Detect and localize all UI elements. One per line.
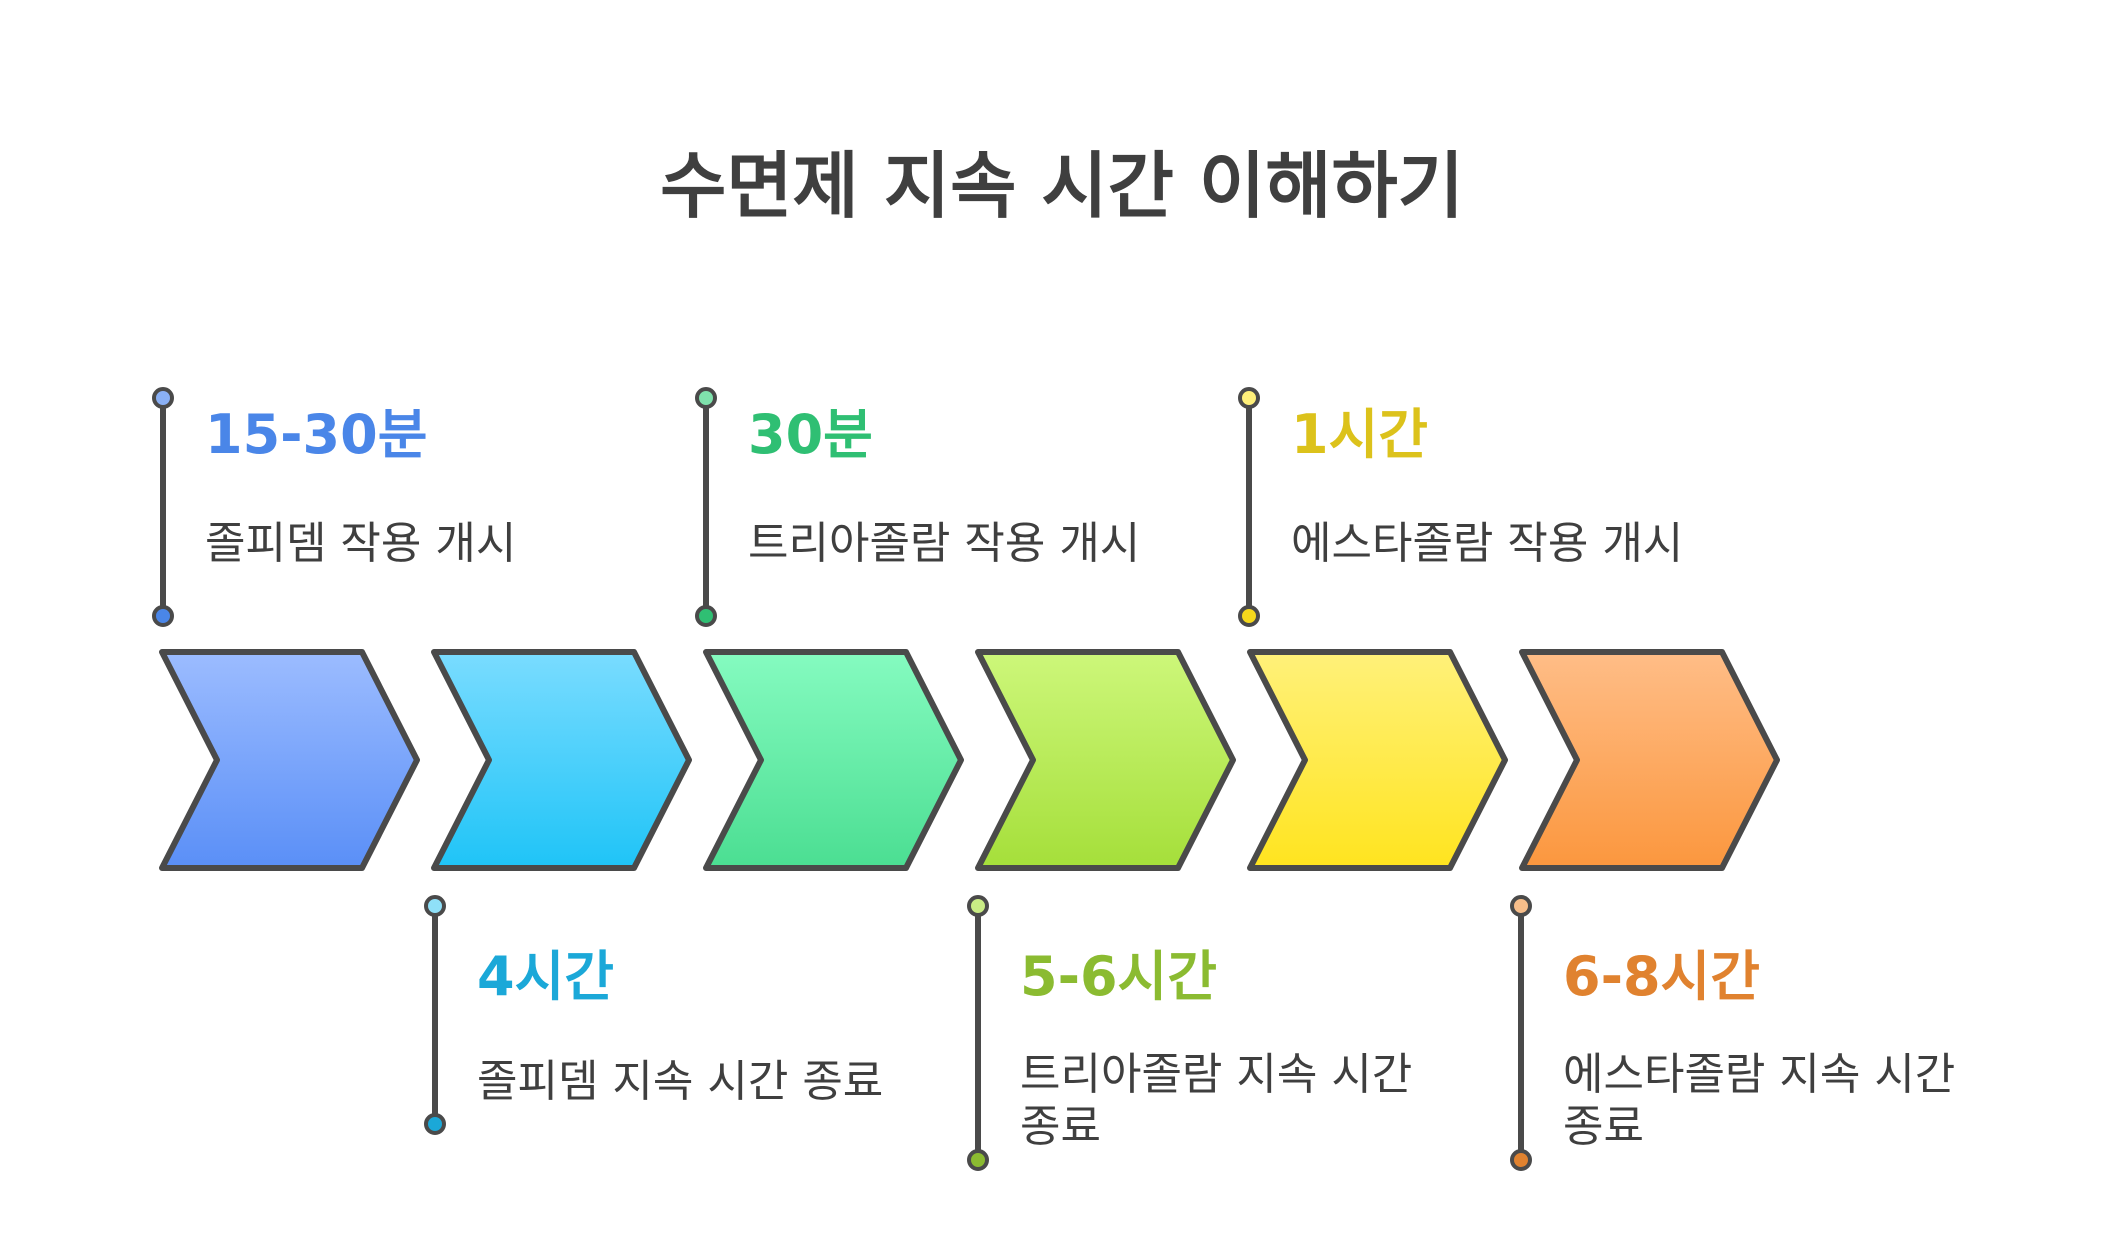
stage-5-description: 에스타졸람 작용 개시 xyxy=(1291,518,1684,569)
stage-5-connector xyxy=(1238,387,1260,627)
stage-5-time: 1시간 xyxy=(1291,403,1428,466)
stage-2-time: 4시간 xyxy=(477,945,614,1008)
stage-6-time: 6-8시간 xyxy=(1563,945,1760,1008)
stage-4-connector xyxy=(967,895,989,1171)
stage-2-chevron xyxy=(431,649,692,871)
stage-1-connector xyxy=(152,387,174,627)
stage-4-description: 트리아졸람 지속 시간 종료 xyxy=(1020,1049,1413,1152)
stage-3-time: 30분 xyxy=(748,403,873,466)
stage-2-connector xyxy=(424,895,446,1135)
stage-6-description: 에스타졸람 지속 시간 종료 xyxy=(1563,1049,1956,1152)
stage-6-chevron xyxy=(1519,649,1780,871)
stage-1-description: 졸피뎀 작용 개시 xyxy=(205,518,517,569)
stage-4-time: 5-6시간 xyxy=(1020,945,1217,1008)
stage-1-time: 15-30분 xyxy=(205,403,428,466)
diagram-title: 수면제 지속 시간 이해하기 xyxy=(660,144,1464,228)
stage-3-description: 트리아졸람 작용 개시 xyxy=(748,518,1141,569)
stage-3-connector xyxy=(695,387,717,627)
stage-3-chevron xyxy=(703,649,964,871)
stage-2-description: 졸피뎀 지속 시간 종료 xyxy=(477,1056,884,1107)
stage-5-chevron xyxy=(1247,649,1508,871)
stage-1-chevron xyxy=(159,649,420,871)
stage-6-connector xyxy=(1510,895,1532,1171)
stage-4-chevron xyxy=(975,649,1236,871)
